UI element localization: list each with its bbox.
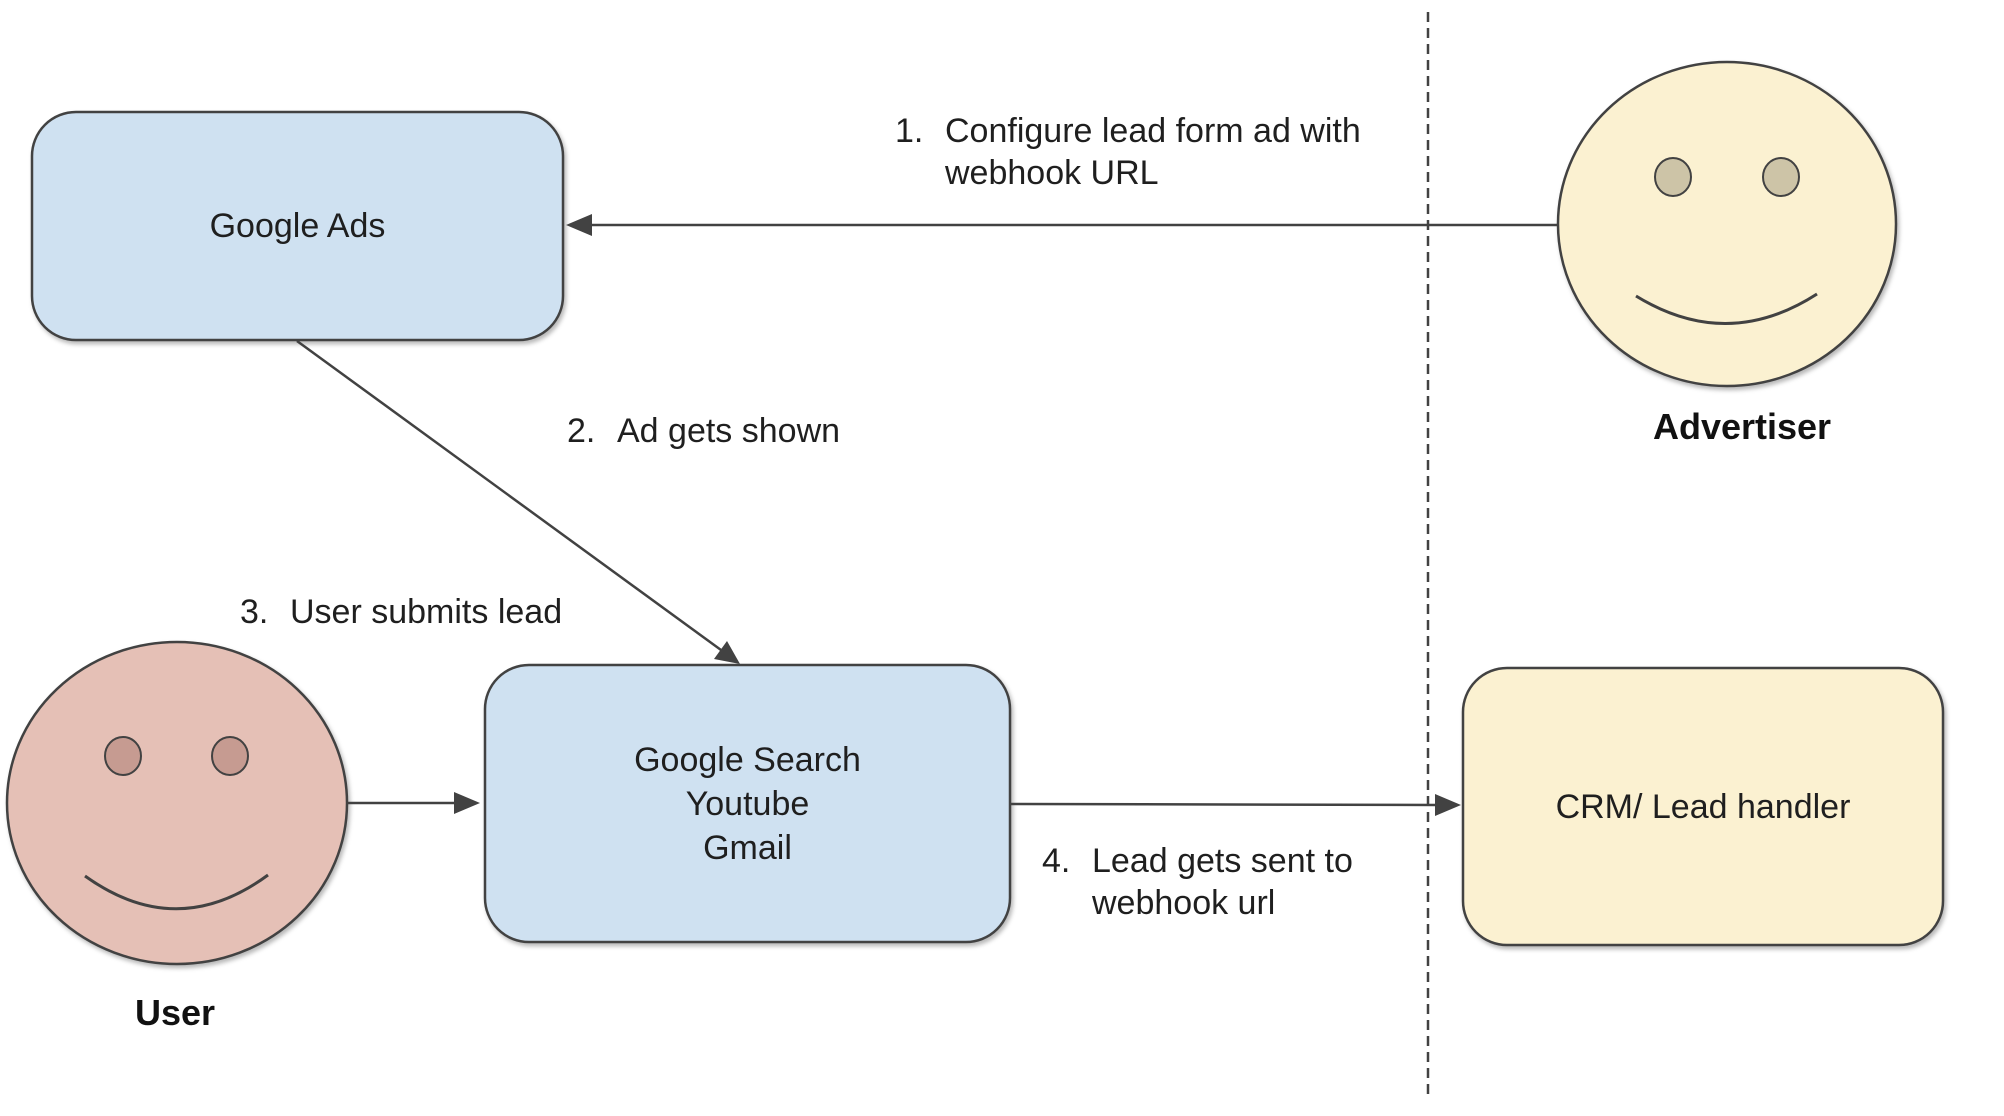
advertiser-label: Advertiser	[1652, 406, 1832, 447]
user-head	[5, 640, 349, 966]
step-3-label: 3. User submits lead	[240, 591, 562, 633]
advertiser-smile	[1635, 292, 1818, 325]
arrow-4-head	[1435, 794, 1461, 816]
user-face[interactable]	[5, 640, 349, 966]
arrow-1-head	[566, 214, 592, 236]
arrow-3-head	[454, 792, 480, 814]
arrow-4-line	[1009, 802, 1440, 807]
step-2-text: Ad gets shown	[617, 412, 841, 450]
step-4-label: 4. Lead gets sent to webhook url	[1042, 840, 1353, 924]
advertiser-left-eye	[1654, 157, 1692, 197]
arrow-ad-gets-shown	[296, 339, 740, 664]
step-4-text: Lead gets sent to webhook url	[1092, 842, 1353, 922]
user-right-eye	[211, 736, 249, 776]
arrow-2-head	[714, 641, 740, 664]
user-smile	[84, 873, 269, 911]
google-ads-box-label: Google Ads	[209, 207, 386, 245]
step-4-number: 4.	[1042, 842, 1071, 880]
arrow-configure-lead-form	[566, 214, 1558, 236]
step-3-text: User submits lead	[290, 593, 563, 631]
step-1-number: 1.	[895, 112, 924, 150]
advertiser-face[interactable]	[1556, 60, 1898, 388]
step-2-label: 2. Ad gets shown	[567, 410, 840, 452]
google-ads-box[interactable]	[30, 110, 565, 342]
user-left-eye	[104, 736, 142, 776]
channels-box[interactable]	[483, 663, 1012, 944]
crm-box-label: CRM/ Lead handler	[1555, 787, 1851, 826]
arrow-2-line	[296, 339, 722, 652]
user-label: User	[134, 992, 216, 1033]
arrow-lead-sent-to-webhook	[1009, 794, 1461, 816]
step-1-text: Configure lead form ad with webhook URL	[945, 112, 1361, 192]
crm-box[interactable]	[1461, 666, 1945, 947]
channels-box-label: Google Search Youtube Gmail	[634, 740, 861, 867]
step-3-number: 3.	[240, 593, 269, 631]
advertiser-head	[1556, 60, 1898, 388]
step-2-number: 2.	[567, 412, 596, 450]
advertiser-right-eye	[1762, 157, 1800, 197]
arrow-user-submits-lead	[348, 792, 480, 814]
step-1-label: 1. Configure lead form ad with webhook U…	[895, 110, 1361, 194]
